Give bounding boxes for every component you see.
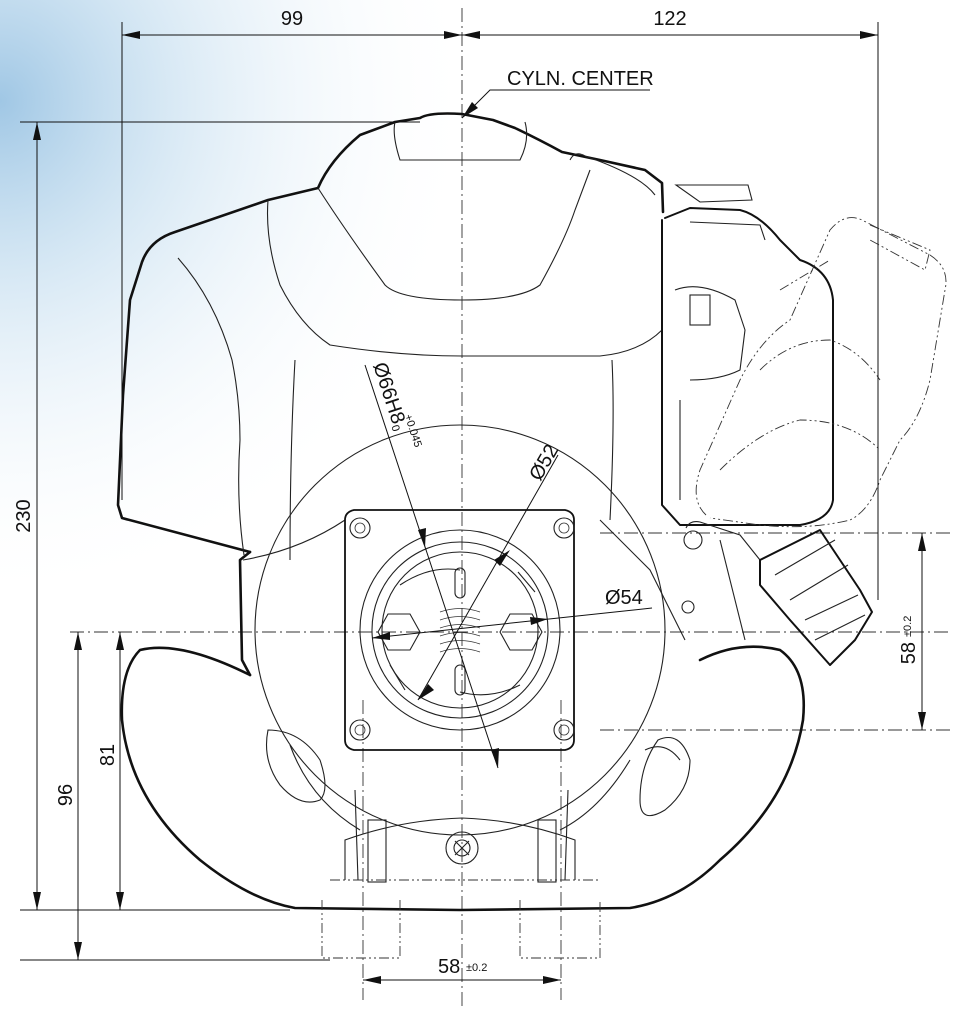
dim-58-vertical: 58 ±0.2	[898, 616, 920, 665]
bore-tol-upper: +0.045	[402, 413, 424, 449]
dimension-lines	[20, 22, 926, 984]
bore-diameter: Ø66H8 +0.045 0	[368, 360, 424, 449]
engine-body	[116, 112, 806, 912]
cylinder-center-label: CYLN. CENTER	[507, 68, 654, 90]
dim-58-vertical-value: 58	[898, 642, 920, 664]
dim-58-horizontal-tol: ±0.2	[466, 962, 487, 974]
dim-230: 230	[13, 499, 35, 532]
dim-81: 81	[97, 744, 119, 766]
starter-plate	[344, 509, 575, 751]
diameter-54: Ø54	[605, 587, 643, 609]
bore-tol-lower: 0	[388, 424, 401, 434]
dim-96: 96	[55, 784, 77, 806]
dim-58-horizontal-value: 58	[438, 956, 460, 978]
dim-58-vertical-tol: ±0.2	[902, 616, 914, 637]
dim-99: 99	[281, 8, 303, 30]
diameter-52: Ø52	[525, 441, 563, 485]
carburetor	[661, 184, 873, 666]
phantom-tank	[695, 217, 947, 528]
center-lines	[70, 8, 950, 1010]
dim-122: 122	[653, 8, 686, 30]
dim-58-horizontal: 58 ±0.2	[438, 956, 487, 978]
